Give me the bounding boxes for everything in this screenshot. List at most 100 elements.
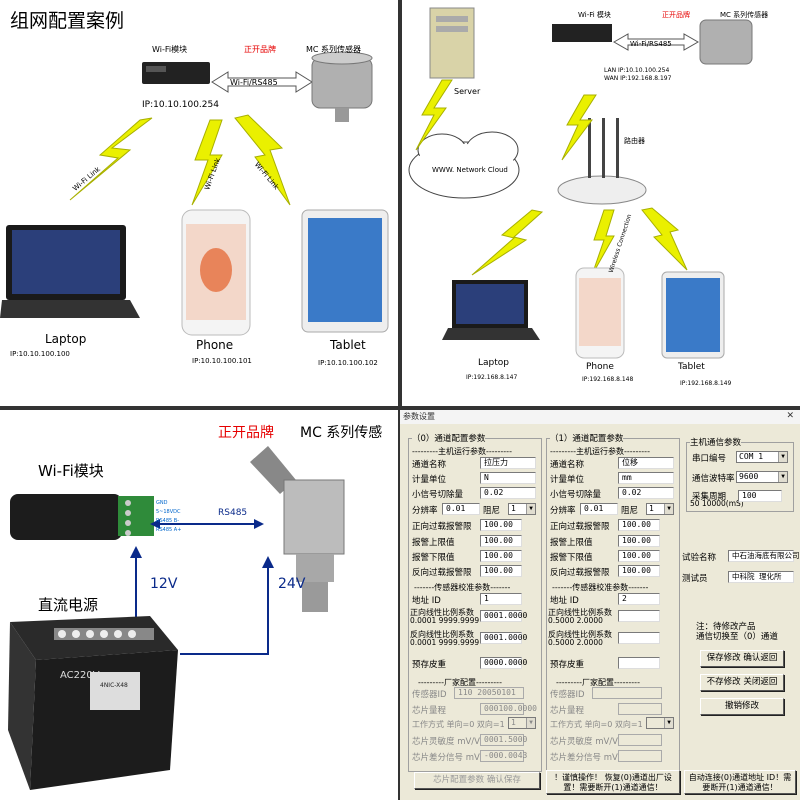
sensor-title: MC 系列传感 xyxy=(300,425,383,441)
ch1-sensorid-input[interactable] xyxy=(592,687,662,699)
ch0-preset-label: 预存皮重 xyxy=(412,660,447,670)
ch0-alarmdown-input[interactable]: 100.00 xyxy=(480,550,522,562)
wifi-module-label-2: Wi-Fi 模块 xyxy=(578,11,611,19)
note-text: 注：待修改产品 通信切换至（0）通道 xyxy=(696,622,778,642)
host-port-select[interactable]: COM 1▼ xyxy=(736,451,788,463)
tablet-name: Tablet xyxy=(330,338,366,352)
ch1-addr-input[interactable]: 2 xyxy=(618,593,660,605)
host-baud-select[interactable]: 9600▼ xyxy=(736,471,788,483)
ch1-small-label: 小信号切除量 xyxy=(550,490,602,500)
ch0-sens-input[interactable]: 0001.5000 xyxy=(480,734,527,746)
close-icon[interactable]: ✕ xyxy=(786,411,794,421)
restore-factory-button[interactable]: ！谨慎操作！ 恢复(0)通道出厂设置！需要断开(1)通道通信！ xyxy=(546,770,680,794)
ch0-damp-value: 1 xyxy=(511,504,516,513)
ch0-damp-select[interactable]: 1▼ xyxy=(508,503,536,515)
ch0-negcoef-input[interactable]: 0001.0000 xyxy=(480,632,527,644)
ch0-diff-label: 芯片差分信号 mV xyxy=(412,753,480,763)
laptop-ip-2: IP:192.168.8.147 xyxy=(466,374,518,381)
ch1-poscoef-label: 正向线性比例系数 xyxy=(548,608,612,617)
ch1-diff-label: 芯片差分信号 mV xyxy=(550,753,618,763)
diagram-graphics-2 xyxy=(408,7,753,359)
ch0-unit-input[interactable]: N xyxy=(480,472,536,484)
ch1-name-label: 通道名称 xyxy=(550,460,585,470)
ch0-mode-select[interactable]: 1▼ xyxy=(508,717,536,729)
undo-button[interactable]: 撤销修改 xyxy=(700,698,784,715)
laptop-name: Laptop xyxy=(45,332,87,346)
brand-label: 正开品牌 xyxy=(244,45,276,54)
ch0-mode-label: 工作方式 单向=0 双向=1 xyxy=(412,720,505,729)
save-return-button[interactable]: 保存修改 确认返回 xyxy=(700,650,784,667)
ch0-damp-label: 阻尼 xyxy=(483,506,501,516)
channel1-host-sep: ---------主机运行参数--------- xyxy=(550,447,650,456)
ch1-chiprange-input[interactable] xyxy=(618,703,662,715)
auto-connect-button[interactable]: 自动连接(0)通道地址 ID！需要断开(1)通道通信！ xyxy=(684,770,796,794)
wan-ip: WAN IP:192.168.8.197 xyxy=(604,75,672,82)
ch0-overload-input[interactable]: 100.00 xyxy=(480,519,522,531)
test-unit-input[interactable]: 中石油海底有限公司 xyxy=(728,550,800,562)
ch1-addr-label: 地址 ID xyxy=(550,596,579,606)
router-label: 路由器 xyxy=(624,137,645,145)
phone-ip-2: IP:192.168.8.148 xyxy=(582,376,634,383)
wifi-module-device-2 xyxy=(552,24,612,42)
nosave-close-button[interactable]: 不存修改 关闭返回 xyxy=(700,674,784,691)
ch0-res-label: 分辨率 xyxy=(412,506,438,516)
channel0-host-sep: ---------主机运行参数--------- xyxy=(412,447,512,456)
channel1-sensor-sep: -------传感器校准参数------- xyxy=(552,583,649,592)
host-port-label: 串口编号 xyxy=(692,454,727,464)
ch0-small-input[interactable]: 0.02 xyxy=(480,487,536,499)
ch1-damp-select[interactable]: 1▼ xyxy=(646,503,674,515)
phone-name: Phone xyxy=(196,338,234,352)
psu-ac-label: AC220V xyxy=(60,670,100,681)
lan-ip: LAN IP:10.10.100.254 xyxy=(604,67,670,74)
terminal-vdc: 5~18VDC xyxy=(156,509,181,515)
ch1-sens-input[interactable] xyxy=(618,734,662,746)
wifi-link-bolt-phone xyxy=(191,119,223,206)
wifi-module-device-3 xyxy=(10,494,122,540)
parameter-settings-dialog: 参数设置 ✕ （0）通道配置参数 ---------主机运行参数--------… xyxy=(400,410,800,800)
ch1-alarmup-label: 报警上限值 xyxy=(550,538,593,548)
ch1-preset-input[interactable] xyxy=(618,657,660,669)
ch1-alarmup-input[interactable]: 100.00 xyxy=(618,535,660,547)
ch1-small-input[interactable]: 0.02 xyxy=(618,487,674,499)
ch1-overload-label: 正向过载报警限 xyxy=(550,522,610,532)
ch1-poscoef-input[interactable] xyxy=(618,610,660,622)
ch1-mode-select[interactable]: ▼ xyxy=(646,717,674,729)
ch1-res-label: 分辨率 xyxy=(550,506,576,516)
ch0-name-label: 通道名称 xyxy=(412,460,447,470)
psu-model: 4NIC-X48 xyxy=(100,682,128,689)
chevron-down-icon: ▼ xyxy=(664,718,673,728)
ch1-res-input[interactable]: 0.01 xyxy=(580,503,618,515)
pressure-sensor-device xyxy=(250,446,345,612)
ch0-name-input[interactable]: 拉压力 xyxy=(480,457,536,469)
sensor-device xyxy=(311,57,373,109)
dialog-title: 参数设置 xyxy=(403,412,435,421)
terminal-block xyxy=(118,496,154,536)
ch1-revover-input[interactable]: 100.00 xyxy=(618,565,660,577)
ch0-mode-value: 1 xyxy=(511,718,516,727)
tablet-name-2: Tablet xyxy=(678,362,705,372)
ch0-alarmup-input[interactable]: 100.00 xyxy=(480,535,522,547)
ch1-sens-label: 芯片灵敏度 mV/V xyxy=(550,737,618,747)
ch0-addr-input[interactable]: 1 xyxy=(480,593,522,605)
page-title: 组网配置案例 xyxy=(10,10,125,32)
ch1-alarmdown-input[interactable]: 100.00 xyxy=(618,550,660,562)
sensor-device-2 xyxy=(699,19,753,65)
ch0-alarmup-label: 报警上限值 xyxy=(412,538,455,548)
tester-input[interactable]: 中科院 理化所 xyxy=(728,571,794,583)
ch0-small-label: 小信号切除量 xyxy=(412,490,464,500)
brand-label-3: 正开品牌 xyxy=(218,425,274,441)
ch0-res-input[interactable]: 0.01 xyxy=(442,503,480,515)
ch0-sensorid-input[interactable]: 110 20050101 xyxy=(454,687,524,699)
chip-save-button[interactable]: 芯片配置参数 确认保存 xyxy=(414,772,540,789)
ch0-poscoef-input[interactable]: 0001.0000 xyxy=(480,610,527,622)
ch0-diff-input[interactable]: -000.0043 xyxy=(480,750,527,762)
ch1-diff-input[interactable] xyxy=(618,750,662,762)
ch1-negcoef-input[interactable] xyxy=(618,632,660,644)
ch1-overload-input[interactable]: 100.00 xyxy=(618,519,660,531)
ch1-name-input[interactable]: 位移 xyxy=(618,457,674,469)
host-period-input[interactable]: 100 xyxy=(738,490,782,502)
ch0-chiprange-input[interactable]: 000100.0000 xyxy=(480,703,537,715)
ch0-preset-input[interactable]: 0000.0000 xyxy=(480,657,527,669)
ch0-revover-input[interactable]: 100.00 xyxy=(480,565,522,577)
ch1-unit-input[interactable]: mm xyxy=(618,472,674,484)
